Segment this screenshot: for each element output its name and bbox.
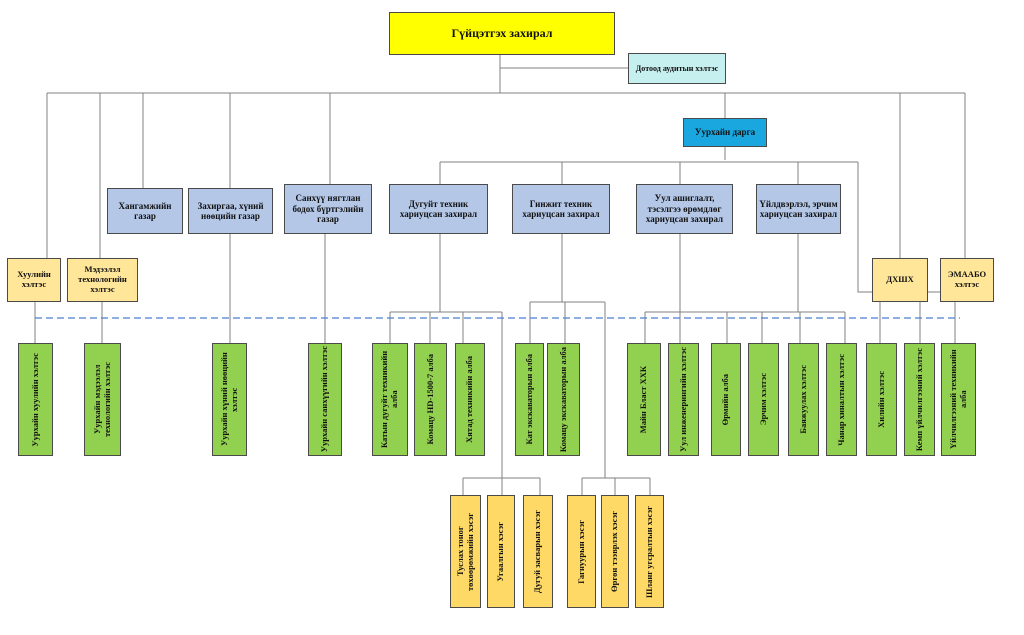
it-dept-box: Мэдээлэл технологийн хэлтэс	[67, 258, 138, 302]
unit-service-tech-box: Үйлчилгээний техникийн алба	[941, 343, 976, 456]
unit-mine-hr-label: Уурхайн хүний нөөцийн хэлтэс	[218, 352, 239, 447]
legal-dept-box: Хуулийн хэлтэс	[7, 258, 61, 302]
section-hose-assembly-box: Шланг угсралтын хэсэг	[635, 495, 664, 608]
unit-mine-hr-box: Уурхайн хүний нөөцийн хэлтэс	[212, 343, 247, 456]
unit-mine-blast-label: Майн Бласт ХХК	[638, 365, 649, 434]
unit-komatsu-hd-label: Комацу HD-1500-7 алба	[424, 354, 435, 445]
internal-audit-box: Дотоод аудитын хэлтэс	[628, 53, 726, 84]
unit-cat-tire-label: Катын дугуйт техникийн алба	[379, 350, 399, 449]
section-hose-assembly-label: Шланг угсралтын хэсэг	[643, 505, 654, 598]
unit-processing-label: Баяжуулах хэлтэс	[797, 365, 808, 434]
mining-director-label: Уул ашиглалт, тэсэлгээ өрөмдлөг хариуцса…	[645, 193, 724, 225]
unit-mining-engineering-box: Уул инженерингийн хэлтэс	[668, 343, 699, 456]
internal-audit-label: Дотоод аудитын хэлтэс	[635, 63, 719, 73]
section-aux-equipment-label: Туслах тоног төхөөрөмжийн хэсэг	[454, 512, 475, 591]
unit-quality-control-label: Чанар хиналтын хэлтэс	[835, 353, 846, 446]
section-welding-label: Гагнуурын хэсэг	[575, 519, 586, 584]
unit-camp-service-box: Кемп үйлчилгээний хэлтэс	[904, 343, 935, 456]
ceo-label: Гүйцэтгэх захирал	[451, 25, 553, 40]
unit-service-tech-label: Үйлчилгээний техникийн алба	[947, 349, 968, 450]
section-washing-label: Угаалгын хэсэг	[495, 521, 506, 582]
unit-cat-excavator-label: Кат экскаваторын алба	[523, 354, 534, 445]
tracked-director-label: Гинжит техник хариуцсан захирал	[522, 198, 600, 219]
unit-komatsu-excavator-box: Комацу экскаваторын алба	[547, 343, 580, 456]
finance-dept-box: Санхүү нягтлан бодох бүртгэлийн газар	[284, 184, 372, 234]
tire-director-box: Дугуйт техник хариуцсан захирал	[389, 184, 488, 234]
unit-cat-tire-box: Катын дугуйт техникийн алба	[372, 343, 408, 456]
admin-hr-dept-label: Захиргаа, хүний нөөцийн газар	[197, 200, 264, 221]
unit-mine-finance-box: Уурхайн санхүүгийн хэлтэс	[308, 343, 342, 456]
section-washing-box: Угаалгын хэсэг	[487, 495, 515, 608]
section-lifting-box: Өргөн тээврлэх хэсэг	[601, 495, 629, 608]
unit-komatsu-hd-box: Комацу HD-1500-7 алба	[414, 343, 447, 456]
unit-mine-blast-box: Майн Бласт ХХК	[627, 343, 661, 456]
tire-director-label: Дугуйт техник хариуцсан захирал	[399, 198, 478, 219]
unit-drilling-box: Өрмийн алба	[711, 343, 741, 456]
unit-cat-excavator-box: Кат экскаваторын алба	[515, 343, 544, 456]
mining-director-box: Уул ашиглалт, тэсэлгээ өрөмдлөг хариуцса…	[636, 184, 733, 234]
supply-dept-box: Хангамжийн газар	[107, 188, 183, 234]
production-director-box: Үйлдвэрлэл, эрчим хариуцсан захирал	[756, 184, 841, 234]
admin-hr-dept-box: Захиргаа, хүний нөөцийн газар	[188, 188, 273, 234]
unit-mine-finance-label: Уурхайн санхүүгийн хэлтэс	[319, 346, 330, 453]
unit-processing-box: Баяжуулах хэлтэс	[788, 343, 819, 456]
section-welding-box: Гагнуурын хэсэг	[567, 495, 596, 608]
unit-chinese-tech-label: Хятад техникийн алба	[464, 356, 475, 443]
section-tire-repair-box: Дугуй засварын хэсэг	[523, 495, 553, 608]
unit-drilling-label: Өрмийн алба	[720, 373, 731, 426]
unit-mine-legal-label: Уурхайн хуулийн хэлтэс	[29, 352, 40, 447]
unit-mine-it-box: Уурхайн мэдээлэл технологийн хэлтэс	[84, 343, 121, 456]
mine-head-label: Уурхайн дарга	[694, 127, 756, 138]
finance-dept-label: Санхүү нягтлан бодох бүртгэлийн газар	[292, 193, 364, 225]
unit-camp-service-label: Кемп үйлчилгээний хэлтэс	[913, 347, 924, 452]
section-aux-equipment-box: Туслах тоног төхөөрөмжийн хэсэг	[450, 495, 481, 608]
unit-mining-engineering-label: Уул инженерингийн хэлтэс	[677, 347, 688, 452]
unit-mine-legal-box: Уурхайн хуулийн хэлтэс	[18, 343, 53, 456]
supply-dept-label: Хангамжийн газар	[118, 200, 172, 221]
mine-head-box: Уурхайн дарга	[683, 118, 767, 147]
tracked-director-box: Гинжит техник хариуцсан захирал	[512, 184, 610, 234]
unit-border-box: Хилийн хэлтэс	[866, 343, 897, 456]
unit-quality-control-box: Чанар хиналтын хэлтэс	[826, 343, 857, 456]
unit-mine-it-label: Уурхайн мэдээлэл технологийн хэлтэс	[91, 361, 112, 438]
unit-border-label: Хилийн хэлтэс	[875, 371, 886, 428]
unit-komatsu-excavator-label: Комацу экскаваторын алба	[557, 346, 568, 453]
section-lifting-label: Өргөн тээврлэх хэсэг	[609, 510, 620, 592]
it-dept-label: Мэдээлэл технологийн хэлтэс	[78, 264, 127, 294]
ceo-box: Гүйцэтгэх захирал	[389, 12, 615, 55]
dkhshkh-dept-label: ДХШХ	[886, 274, 914, 285]
section-tire-repair-label: Дугуй засварын хэсэг	[532, 509, 543, 594]
legal-dept-label: Хуулийн хэлтэс	[17, 269, 51, 289]
emaabo-dept-label: ЭМААБО хэлтэс	[947, 269, 987, 289]
unit-chinese-tech-box: Хятад техникийн алба	[455, 343, 485, 456]
dkhshkh-dept-box: ДХШХ	[872, 258, 928, 302]
production-director-label: Үйлдвэрлэл, эрчим хариуцсан захирал	[759, 198, 838, 219]
unit-energy-box: Эрчим хэлтэс	[748, 343, 779, 456]
unit-energy-label: Эрчим хэлтэс	[757, 373, 768, 426]
emaabo-dept-box: ЭМААБО хэлтэс	[940, 258, 994, 302]
